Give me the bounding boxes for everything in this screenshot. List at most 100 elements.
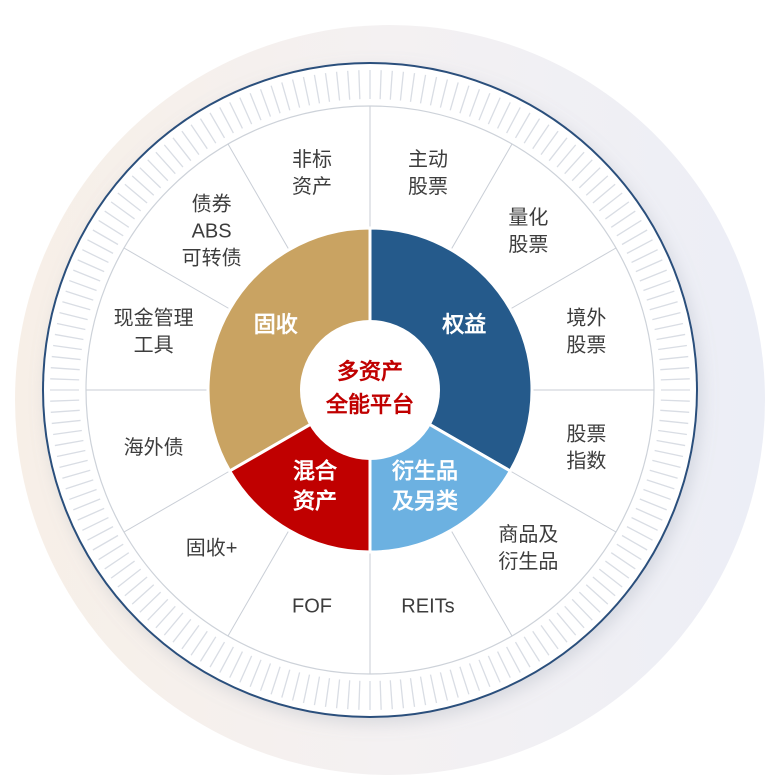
tick-mark xyxy=(635,259,663,273)
tick-mark xyxy=(335,679,341,709)
tick-mark xyxy=(649,301,678,311)
segment-label-line: 商品及 xyxy=(498,523,558,546)
tick-mark xyxy=(449,669,459,698)
tick-mark xyxy=(571,598,593,621)
tick-mark xyxy=(459,85,470,114)
tick-mark xyxy=(73,498,101,511)
tick-ring xyxy=(50,70,690,710)
tick-mark xyxy=(548,137,568,162)
tick-mark xyxy=(50,378,80,381)
segment-label-line: 衍生品 xyxy=(498,550,558,573)
tick-mark xyxy=(147,159,169,182)
tick-mark xyxy=(658,344,687,351)
segment-label-line: 股票 xyxy=(508,234,548,256)
tick-mark xyxy=(399,71,405,101)
segment-label-line: 可转债 xyxy=(182,247,242,270)
tick-mark xyxy=(621,534,648,551)
tick-mark xyxy=(110,201,135,220)
tick-mark xyxy=(181,625,200,650)
tick-mark xyxy=(124,183,148,204)
outer-segment-labels: 主动股票量化股票境外股票股票指数商品及衍生品REITsFOF固收+海外债现金管理… xyxy=(114,148,607,617)
tick-mark xyxy=(155,151,176,175)
tick-mark xyxy=(358,680,361,710)
tick-mark xyxy=(478,93,491,121)
tick-mark xyxy=(172,618,192,643)
tick-mark xyxy=(649,469,678,479)
tick-mark xyxy=(610,552,636,570)
tick-mark xyxy=(139,591,162,613)
tick-mark xyxy=(532,124,550,150)
tick-mark xyxy=(229,102,244,129)
tick-mark xyxy=(598,192,623,212)
tick-mark xyxy=(439,672,449,701)
tick-mark xyxy=(219,107,234,134)
segment-label-line: REITs xyxy=(401,595,454,617)
tick-mark xyxy=(117,192,142,212)
tick-mark xyxy=(652,459,681,469)
segment-label-line: 指数 xyxy=(566,449,606,472)
tick-mark xyxy=(110,560,135,579)
tick-mark xyxy=(429,76,438,106)
tick-mark xyxy=(564,605,585,629)
tick-mark xyxy=(652,311,681,321)
tick-mark xyxy=(281,82,291,111)
tick-mark xyxy=(190,630,208,656)
tick-mark xyxy=(621,229,648,246)
segment-label-line: ABS xyxy=(192,221,232,243)
tick-mark xyxy=(659,355,689,361)
tick-mark xyxy=(124,576,148,597)
mixed-assets-sector-label: 混合资产 xyxy=(293,458,338,513)
tick-mark xyxy=(639,498,667,511)
sector-label-line: 及另类 xyxy=(392,488,459,513)
tick-mark xyxy=(468,663,481,691)
inner-sectors: 固收权益混合资产衍生品及另类 xyxy=(206,226,534,554)
tick-mark xyxy=(631,249,658,264)
tick-mark xyxy=(419,74,427,104)
tick-mark xyxy=(660,399,690,402)
tick-mark xyxy=(92,534,119,551)
fixed-income-sector-label: 固收 xyxy=(254,312,298,337)
tick-mark xyxy=(324,73,331,102)
tick-mark xyxy=(302,674,311,704)
tick-mark xyxy=(643,488,671,501)
tick-mark xyxy=(358,70,361,100)
tick-mark xyxy=(259,89,272,117)
tick-mark xyxy=(131,175,155,196)
tick-mark xyxy=(62,301,91,311)
segment-label: 非标资产 xyxy=(292,148,332,198)
tick-mark xyxy=(514,112,531,139)
tick-mark xyxy=(209,112,226,139)
segment-label: 境外股票 xyxy=(566,307,606,357)
tick-mark xyxy=(626,239,653,254)
tick-mark xyxy=(324,678,331,707)
tick-mark xyxy=(69,488,97,501)
tick-mark xyxy=(578,591,601,613)
tick-mark xyxy=(429,674,438,704)
segment-label-line: 主动 xyxy=(408,148,448,171)
segment-label: 固收+ xyxy=(186,536,238,559)
tick-mark xyxy=(117,568,142,588)
tick-mark xyxy=(77,507,105,521)
tick-mark xyxy=(578,167,601,189)
tick-mark xyxy=(487,655,501,683)
tick-mark xyxy=(540,625,559,650)
tick-mark xyxy=(291,672,301,701)
tick-mark xyxy=(50,409,80,413)
tick-mark xyxy=(656,439,686,447)
tick-mark xyxy=(487,97,501,125)
center-title-line: 多资产 xyxy=(337,359,403,384)
tick-mark xyxy=(514,641,531,668)
tick-mark xyxy=(181,130,200,155)
tick-mark xyxy=(660,378,690,381)
tick-mark xyxy=(347,680,351,710)
tick-mark xyxy=(631,516,658,531)
tick-mark xyxy=(379,70,382,100)
segment-label: 海外债 xyxy=(124,436,184,459)
tick-mark xyxy=(155,605,176,629)
tick-mark xyxy=(190,124,208,150)
tick-mark xyxy=(104,210,130,228)
tick-mark xyxy=(556,144,577,168)
equity-sector-label: 权益 xyxy=(441,312,486,337)
tick-mark xyxy=(585,584,609,605)
